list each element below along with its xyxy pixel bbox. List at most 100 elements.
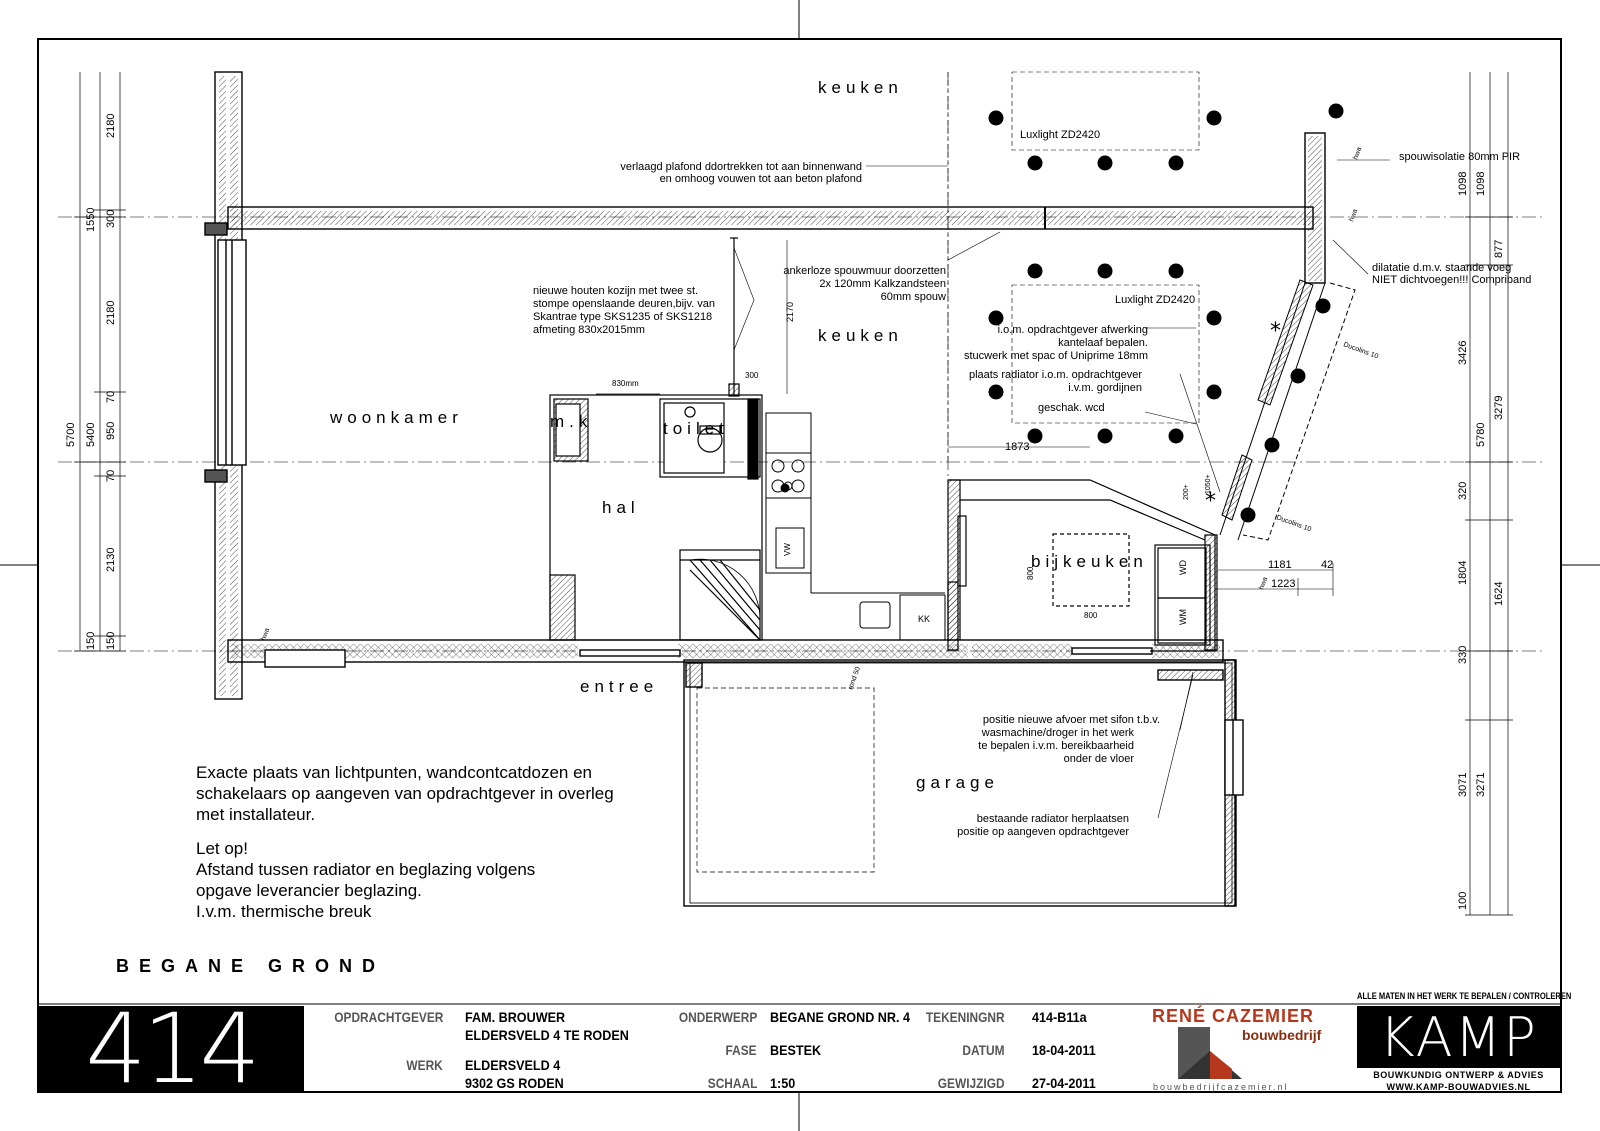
dim-left-70b: 70 (105, 470, 117, 482)
ann-radiator-2: i.v.m. gordijnen (1068, 382, 1142, 394)
dim-left-950: 950 (105, 422, 117, 440)
cazemier-logo-name: RENÉ CAZEMIER (1152, 1006, 1315, 1026)
note-line-5: Afstand tussen radiator en beglazing vol… (196, 860, 536, 879)
room-label-woonkamer: woonkamer (329, 408, 463, 427)
ann-kozijn-3: Skantrae type SKS1235 of SKS1218 (533, 311, 712, 323)
ann-spouwisolatie: spouwisolatie 80mm PIR (1399, 151, 1520, 163)
dim-300: 300 (745, 371, 759, 380)
dim-right-1098a: 1098 (1457, 172, 1469, 196)
note-line-4: Let op! (196, 839, 248, 858)
onderwerp-label: ONDERWERP (678, 1009, 757, 1025)
room-label-bijkeuken: bijkeuken (1031, 552, 1148, 571)
dim-right-877: 877 (1493, 240, 1505, 258)
tekeningnr-label: TEKENINGNR (926, 1009, 1005, 1025)
ann-spouwmuur-3: 60mm spouw (881, 291, 946, 303)
dim-left-2180b: 2180 (105, 301, 117, 325)
schaal-value: 1:50 (770, 1075, 796, 1091)
dim-left-300: 300 (105, 210, 117, 228)
room-label-keuken: keuken (818, 326, 903, 345)
ann-luxlight-1: Luxlight ZD2420 (1020, 129, 1100, 141)
dim-1873: 1873 (1005, 441, 1029, 453)
ann-dilatatie-1: dilatatie d.m.v. staande voeg (1372, 262, 1511, 274)
dim-right-3071: 3071 (1457, 773, 1469, 797)
ann-rond: rond 50 (847, 666, 862, 691)
ann-afwerking-1: i.o.m. opdrachtgever afwerking (998, 324, 1148, 336)
ann-afvoer-1: positie nieuwe afvoer met sifon t.b.v. (983, 714, 1160, 726)
ann-hwa-2: hwa (1348, 208, 1359, 223)
room-label-entree: entree (580, 677, 658, 696)
cazemier-logo-sub: bouwbedrijf (1242, 1027, 1322, 1043)
ann-wm: WM (1178, 609, 1188, 625)
ann-spouwmuur-2: 2x 120mm Kalkzandsteen (819, 278, 946, 290)
dim-right-100: 100 (1457, 892, 1469, 910)
note-line-3: met installateur. (196, 805, 316, 824)
ann-vw: VW (783, 543, 792, 556)
ann-ducolins-1: Ducolins 10 (1342, 341, 1379, 360)
kamp-logo: KAMP (1357, 1006, 1560, 1069)
ann-kk: KK (918, 614, 930, 624)
room-label-hal: hal (602, 498, 640, 517)
dim-left-2130: 2130 (105, 548, 117, 572)
dim-left-150b: 150 (105, 632, 117, 650)
ann-spouwmuur-1: ankerloze spouwmuur doorzetten (783, 265, 946, 277)
dim-800b: 800 (1084, 611, 1098, 620)
dim-42: 42 (1321, 559, 1333, 571)
ann-plafond-1: verlaagd plafond ddortrekken tot aan bin… (620, 161, 862, 173)
note-line-7: I.v.m. thermische breuk (196, 902, 372, 921)
room-label-toilet: toilet (663, 419, 729, 438)
ann-afvoer-3: te bepalen i.v.m. bereikbaarheid (978, 740, 1134, 752)
dim-right-1804: 1804 (1457, 561, 1469, 585)
ann-kozijn-4: afmeting 830x2015mm (533, 324, 645, 336)
ann-wd: WD (1178, 560, 1188, 575)
ann-hwa-4: hwa (260, 627, 271, 642)
dim-left-2180a: 2180 (105, 114, 117, 138)
sheet-title: BEGANE GROND (116, 956, 386, 976)
tekeningnr-value: 414-B11a (1032, 1009, 1087, 1025)
dim-2170: 2170 (785, 302, 795, 322)
dim-right-3271: 3271 (1475, 773, 1487, 797)
ann-kozijn-2: stompe openslaande deuren,bijv. van (533, 298, 715, 310)
opdrachtgever-name: FAM. BROUWER (465, 1009, 566, 1025)
kamp-subtitle: BOUWKUNDIG ONTWERP & ADVIES (1373, 1070, 1544, 1080)
werk-label: WERK (406, 1057, 443, 1073)
dim-left-5400: 5400 (85, 423, 97, 447)
fase-value: BESTEK (770, 1042, 822, 1058)
gewijzigd-label: GEWIJZIGD (938, 1075, 1005, 1091)
ann-hwa-3: hwa (1258, 576, 1269, 591)
drawing-number: 414 (38, 1001, 304, 1097)
onderwerp-value: BEGANE GROND NR. 4 (770, 1009, 911, 1025)
dim-1181: 1181 (1268, 559, 1292, 571)
dim-left-150a: 150 (85, 632, 97, 650)
datum-label: DATUM (962, 1042, 1005, 1058)
note-line-6: opgave leverancier beglazing. (196, 881, 422, 900)
dim-200plus: 200+ (1183, 484, 1190, 500)
ann-plafond-2: en omhoog vouwen tot aan beton plafond (660, 173, 862, 185)
note-let-op: Let op! Afstand tussen radiator en begla… (196, 838, 535, 922)
kamp-website: WWW.KAMP-BOUWADVIES.NL (1386, 1082, 1531, 1092)
dim-left-70a: 70 (105, 391, 117, 403)
cazemier-website: bouwbedrijfcazemier.nl (1153, 1082, 1289, 1092)
ann-kozijn-1: nieuwe houten kozijn met twee st. (533, 285, 698, 297)
ann-dilatatie-2: NIET dichtvoegen!!! Compriband (1372, 274, 1531, 286)
asterisk-2: * (1205, 489, 1216, 514)
dim-right-320: 320 (1457, 482, 1469, 500)
ann-radiator-1: plaats radiator i.o.m. opdrachtgever (969, 369, 1142, 381)
dim-1223: 1223 (1271, 578, 1295, 590)
ann-afvoer-2: wasmachine/droger in het werk (981, 727, 1135, 739)
ann-ducolins-2: Ducolins 10 (1275, 514, 1312, 533)
datum-value: 18-04-2011 (1032, 1042, 1096, 1058)
opdrachtgever-address: ELDERSVELD 4 TE RODEN (465, 1027, 629, 1043)
ann-afwerking-3: stucwerk met spac of Uniprime 18mm (964, 350, 1148, 362)
ann-bestaande-1: bestaande radiator herplaatsen (977, 813, 1129, 825)
ann-geschak: geschak. wcd (1038, 402, 1105, 414)
werk-address-2: 9302 GS RODEN (465, 1075, 564, 1091)
dim-left-1550: 1550 (85, 208, 97, 232)
dim-right-3279: 3279 (1493, 396, 1505, 420)
opdrachtgever-label: OPDRACHTGEVER (333, 1009, 443, 1025)
schaal-label: SCHAAL (707, 1075, 757, 1091)
ann-bestaande-2: positie op aangeven opdrachtgever (957, 826, 1129, 838)
ann-hwa-1: hwa (1352, 146, 1363, 161)
fase-label: FASE (725, 1042, 757, 1058)
dim-1050plus: 1050+ (1205, 474, 1212, 494)
